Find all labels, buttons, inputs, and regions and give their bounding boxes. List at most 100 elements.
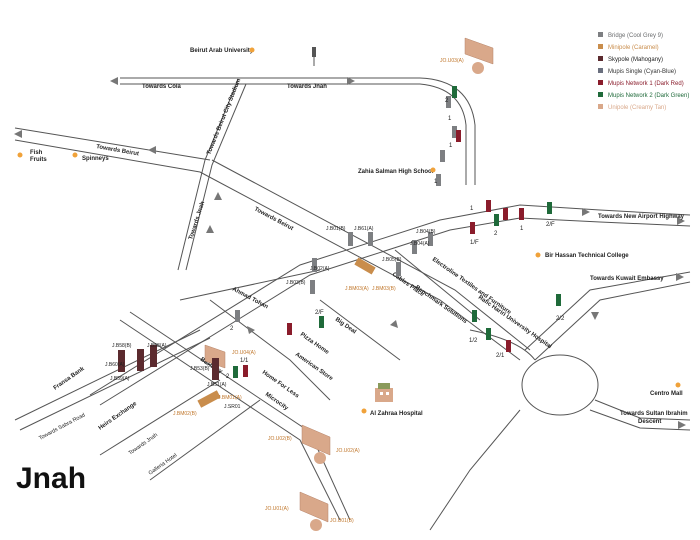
street-microcity: Microcity [264,392,290,412]
street-cables: Cables Place [391,272,425,299]
mupis-red-marker [519,208,524,220]
poi-dot [430,167,436,173]
legend-swatch [598,44,603,49]
arrow-down-icon [206,225,214,233]
mupis-red-marker [506,340,511,352]
minipole-marker [354,257,376,275]
street-hospital-dir: Rafic Hariri University Hospital [477,295,553,351]
site-codes: J.B01(B) J.B61(A) J.B02(A) J.B03(B) J.B0… [105,226,436,417]
poi-bir-hassan-label: Bir Hassan Technical College [545,253,629,259]
code-u01a: JO.U01(A) [265,506,289,512]
road-label-jnah-diag: Towards Jnah [188,201,206,241]
code-b02a: J.B02(A) [310,266,330,272]
mupis-red-marker [456,130,461,142]
legend-item: Mupis Network 2 (Dark Green) [608,93,689,99]
arrow-left-icon [14,130,22,138]
bridge-marker [440,150,445,162]
bridge-marker [312,258,317,272]
bridge-marker [235,310,240,322]
road-label-sultan: Towards Sultan Ibrahim [620,411,688,417]
code-u02a: JO.U02(A) [336,448,360,454]
mupis-green-marker [494,214,499,226]
mupis-red-marker [243,365,248,377]
road-label-cola: Towards Cola [142,84,182,90]
skypole-marker [137,349,144,371]
mupis-red-marker [287,323,292,335]
code-sr01: J.SR01 [224,404,241,410]
mupis-red-marker [486,200,491,212]
arrow-left-icon [110,77,118,85]
poi-dot [249,47,255,53]
legend-item: Unipole (Creamy Tan) [608,105,666,111]
mupis-green-marker [319,316,324,328]
street-towards-jnah-b: Towards Jnah [128,432,159,456]
skypole-marker [118,350,125,372]
code-u03a: JO.U03(A) [440,58,464,64]
street-galleria: Galleria Hotel [148,453,179,477]
mupis-green-marker [472,310,477,322]
bridge-marker [310,280,315,294]
minipole-marker [197,390,221,408]
site-numbers: 2 1 1 1 1/F 2 1 1 2/F 2/2 1/2 2/1 2 2/F … [226,98,565,380]
unipoles: JO.U03(A) JO.U02(B) JO.U02(A) JO.U01(A) … [204,37,494,531]
road-label-kuwait: Towards Kuwait Embassy [590,276,664,282]
legend-item: Mupis Single (Cyan-Blue) [608,69,676,75]
legend-item: Minipole (Caramel) [608,45,659,51]
arrow-up-icon [214,192,222,200]
code-u01b: JO.U01(B) [330,518,354,524]
code-b60a: J.B60(A) [105,362,125,368]
mupis-red-marker [503,208,508,220]
code-bm03b: J.BM03(B) [372,286,396,292]
map-title: Jnah [16,462,86,495]
hospital-building-icon [375,383,393,402]
mupis-green-marker [233,366,238,378]
bridges [235,96,457,322]
num-label: 1 [470,206,474,212]
poi-bau-label: Beirut Arab University [190,48,254,54]
code-b58b: J.B58(B) [112,343,132,349]
poi-fruits-label: Fruits [30,157,47,163]
num-label: 2/2 [556,316,565,322]
arrow-right-icon [677,217,685,225]
code-b05b: J.B05(B) [382,257,402,263]
bridge-marker [368,232,373,246]
num-label: 1 [449,143,453,149]
legend-item: Mupis Network 1 (Dark Red) [608,81,684,87]
mupis-green-marker [452,86,457,98]
num-label: 2 [494,231,498,237]
poi-zahia-label: Zahia Salman High School [358,169,434,175]
legend-swatch [598,68,603,73]
num-label: 2/F [315,310,324,316]
arrow-right-icon [390,320,398,328]
num-label: 2 [445,98,449,104]
legend: Bridge (Cool Grey 9) Minipole (Caramel) … [598,32,689,111]
mupis-green-marker [547,202,552,214]
legend-swatch [598,104,603,109]
legend-item: Skypole (Mahogany) [608,57,663,63]
bridge-marker [436,174,441,186]
unipole-u02: JO.U02(B) JO.U02(A) [268,424,360,464]
road-label-airport: Towards New Airport Highway [598,214,685,220]
num-label: 2/1 [496,353,505,359]
poi-centro-label: Centro Mall [650,391,683,397]
code-u02b: JO.U02(B) [268,436,292,442]
legend-swatch [598,56,603,61]
skypole-marker [150,345,157,367]
street-pizza: Pizza Home [299,332,330,356]
num-label: 2 [226,374,230,380]
code-bm02b: J.BM02(B) [173,411,197,417]
num-label: 2 [230,326,234,332]
skypole-marker [212,358,219,380]
code-b59a: J.B59(A) [110,376,130,382]
legend-swatch [598,80,603,85]
skypoles [118,345,219,380]
street-american-store: American Store [294,352,334,383]
poi-dot [72,152,78,158]
code-b04a: J.B04(A) [410,241,430,247]
poi-dot [675,382,681,388]
poi-fish-label: Fish [30,150,43,156]
code-b58a: J.B58(A) [147,343,167,349]
num-label: 1 [448,116,452,122]
mupis-red-marker [470,222,475,234]
